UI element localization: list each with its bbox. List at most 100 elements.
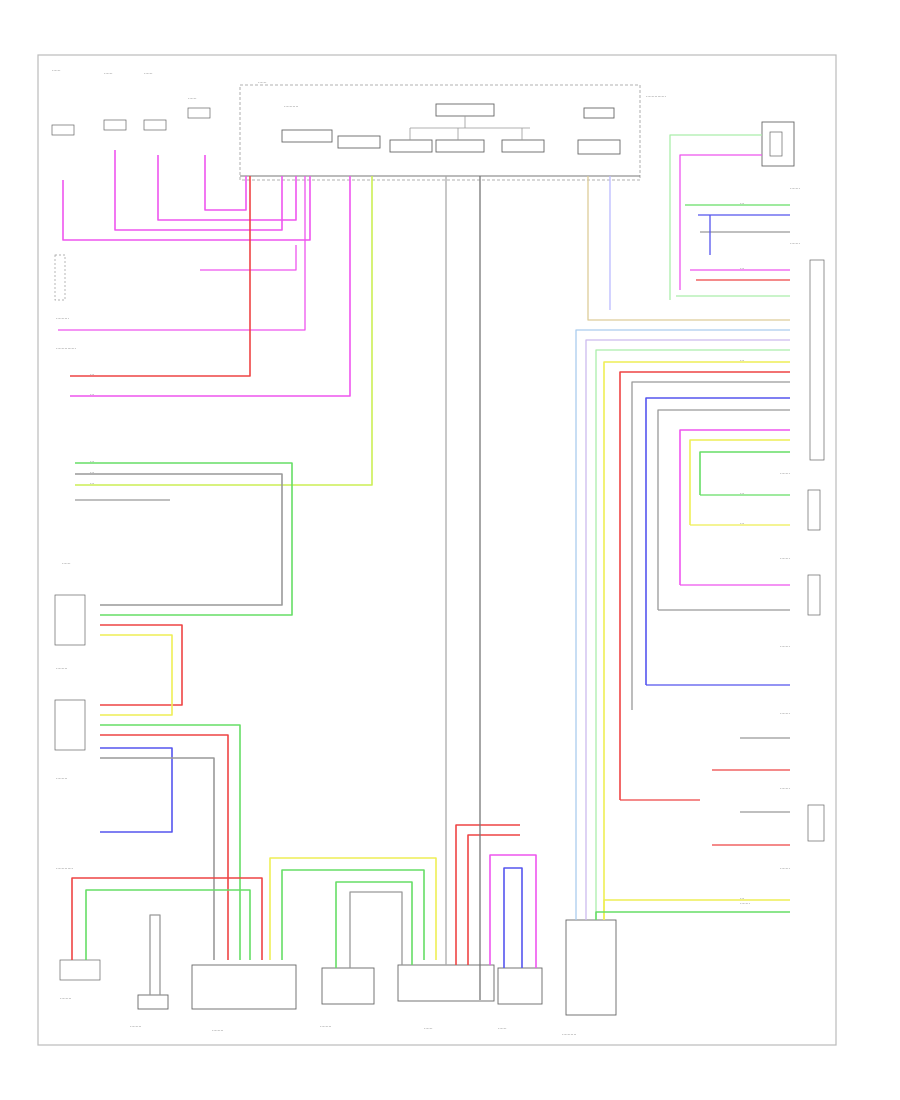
bottom-component-2 xyxy=(137,994,169,1010)
wire-yellow-right-2 xyxy=(689,439,790,525)
right-label-4: ······· xyxy=(780,557,790,562)
wire-blue-center xyxy=(503,867,523,968)
wire-pink-top xyxy=(679,154,762,290)
left-label-6: ············ xyxy=(56,867,73,872)
component-top-2 xyxy=(103,119,127,131)
main-module-block-4 xyxy=(435,103,495,117)
wire-lightgreen-top xyxy=(669,134,762,300)
wires xyxy=(58,134,790,1000)
main-module-block-7 xyxy=(577,139,621,155)
left-label-4: ········ xyxy=(56,667,67,672)
wire-pink-1 xyxy=(62,176,311,241)
left-label-3: ······ xyxy=(62,562,71,567)
wire-tag: ··· xyxy=(90,393,94,398)
diagram-frame xyxy=(37,54,837,1046)
main-module-note: ·········· xyxy=(284,105,298,110)
bottom-label-1: ········ xyxy=(60,997,71,1002)
left-label-5: ········ xyxy=(56,777,67,782)
wire-red-bottom-left xyxy=(71,877,263,960)
wire-tag: ··· xyxy=(740,267,744,272)
wire-red-main xyxy=(70,176,251,377)
wire-blue-right xyxy=(645,397,790,685)
left-component-3 xyxy=(54,699,86,751)
wire-yellowgreen-1 xyxy=(75,176,373,486)
wire-red-center-1 xyxy=(455,824,520,965)
main-module-block-3 xyxy=(389,139,433,153)
top-component-label-1: ······ xyxy=(52,69,61,74)
wire-green-down xyxy=(100,724,241,960)
right-label-5: ······· xyxy=(780,645,790,650)
wire-pink-6 xyxy=(58,176,306,331)
wire-tag: ··· xyxy=(740,202,744,207)
left-component-2 xyxy=(54,594,86,646)
bottom-component-6 xyxy=(497,967,543,1005)
wire-lightgreen-right xyxy=(595,349,790,920)
bottom-label-6: ······ xyxy=(498,1027,507,1032)
bottom-component-3 xyxy=(191,964,297,1010)
right-connector-3 xyxy=(807,574,821,616)
wire-red-right xyxy=(619,371,790,800)
top-component-label-2: ······ xyxy=(104,72,113,77)
wire-green-loop xyxy=(75,462,293,616)
wire-tag: ··· xyxy=(90,482,94,487)
bottom-label-7: ·········· xyxy=(562,1033,576,1038)
wire-pink-5 xyxy=(70,176,351,397)
wire-yellow-left xyxy=(100,634,173,716)
main-module-block-8 xyxy=(583,107,615,119)
top-component-label-4: ······ xyxy=(188,97,197,102)
main-control-module: ······ ·········· xyxy=(239,81,641,181)
wire-tag: ··· xyxy=(90,373,94,378)
wire-blue-down xyxy=(100,747,173,833)
left-component-1 xyxy=(54,254,66,301)
wire-tag: ··· xyxy=(90,460,94,465)
wire-tan-1 xyxy=(587,176,790,321)
wire-green-arch-2 xyxy=(335,881,413,968)
main-module-outline xyxy=(239,84,641,181)
bottom-component-4 xyxy=(321,967,375,1005)
wire-pink-right xyxy=(679,429,790,585)
top-component-label-3: ······ xyxy=(144,72,153,77)
wire-pink-3 xyxy=(157,155,297,221)
wire-yellow-bottom-right xyxy=(603,899,790,920)
bottom-label-2: ········ xyxy=(130,1025,141,1030)
right-label-9: ······· xyxy=(740,902,750,907)
wire-tag: ··· xyxy=(740,897,744,902)
bottom-component-1 xyxy=(59,959,101,981)
wire-pink-2 xyxy=(114,150,283,231)
wire-pink-4 xyxy=(204,155,247,211)
left-components: ········· ·············· ······ ········… xyxy=(54,254,86,872)
bottom-component-7 xyxy=(565,919,617,1016)
right-label-1: ······· xyxy=(790,187,800,192)
wire-tags: ··· ··· ··· ··· ··· ··· ··· ··· ··· ··· … xyxy=(90,202,744,902)
wire-tag: ··· xyxy=(740,522,744,527)
wire-gray-bottom-2 xyxy=(149,914,161,995)
right-label-2: ······· xyxy=(790,242,800,247)
wire-green-bottom-left xyxy=(85,889,251,960)
top-left-components: ······ ······ ······ ······ xyxy=(51,69,211,136)
wire-yellow-arch xyxy=(269,857,437,960)
wire-lightblue-right xyxy=(575,329,790,920)
wire-green-right xyxy=(699,451,790,495)
bottom-label-4: ········ xyxy=(320,1025,331,1030)
wire-green-bottom-right xyxy=(595,911,790,920)
main-module-title: ······ xyxy=(258,81,267,86)
main-module-bus xyxy=(409,116,530,140)
wire-red-left xyxy=(100,624,183,706)
top-right-relay: ·············· xyxy=(646,95,795,167)
wire-tag: ··· xyxy=(740,492,744,497)
right-label-8: ······· xyxy=(780,867,790,872)
relay-label: ·············· xyxy=(646,95,666,100)
bottom-component-5 xyxy=(397,964,495,1002)
right-label-6: ······· xyxy=(780,712,790,717)
component-top-4 xyxy=(187,107,211,119)
right-connector-strip: ······· ······· ······· ······· ······· … xyxy=(740,187,825,907)
wire-red-down xyxy=(100,734,229,960)
right-label-7: ······· xyxy=(780,787,790,792)
main-module-block-6 xyxy=(501,139,545,153)
bottom-components: ········ ········ ········ ········ ····… xyxy=(59,919,617,1038)
right-label-3: ······· xyxy=(780,472,790,477)
wire-tag: ··· xyxy=(90,471,94,476)
wire-pink-7 xyxy=(200,245,297,271)
bottom-label-3: ········ xyxy=(212,1029,223,1034)
